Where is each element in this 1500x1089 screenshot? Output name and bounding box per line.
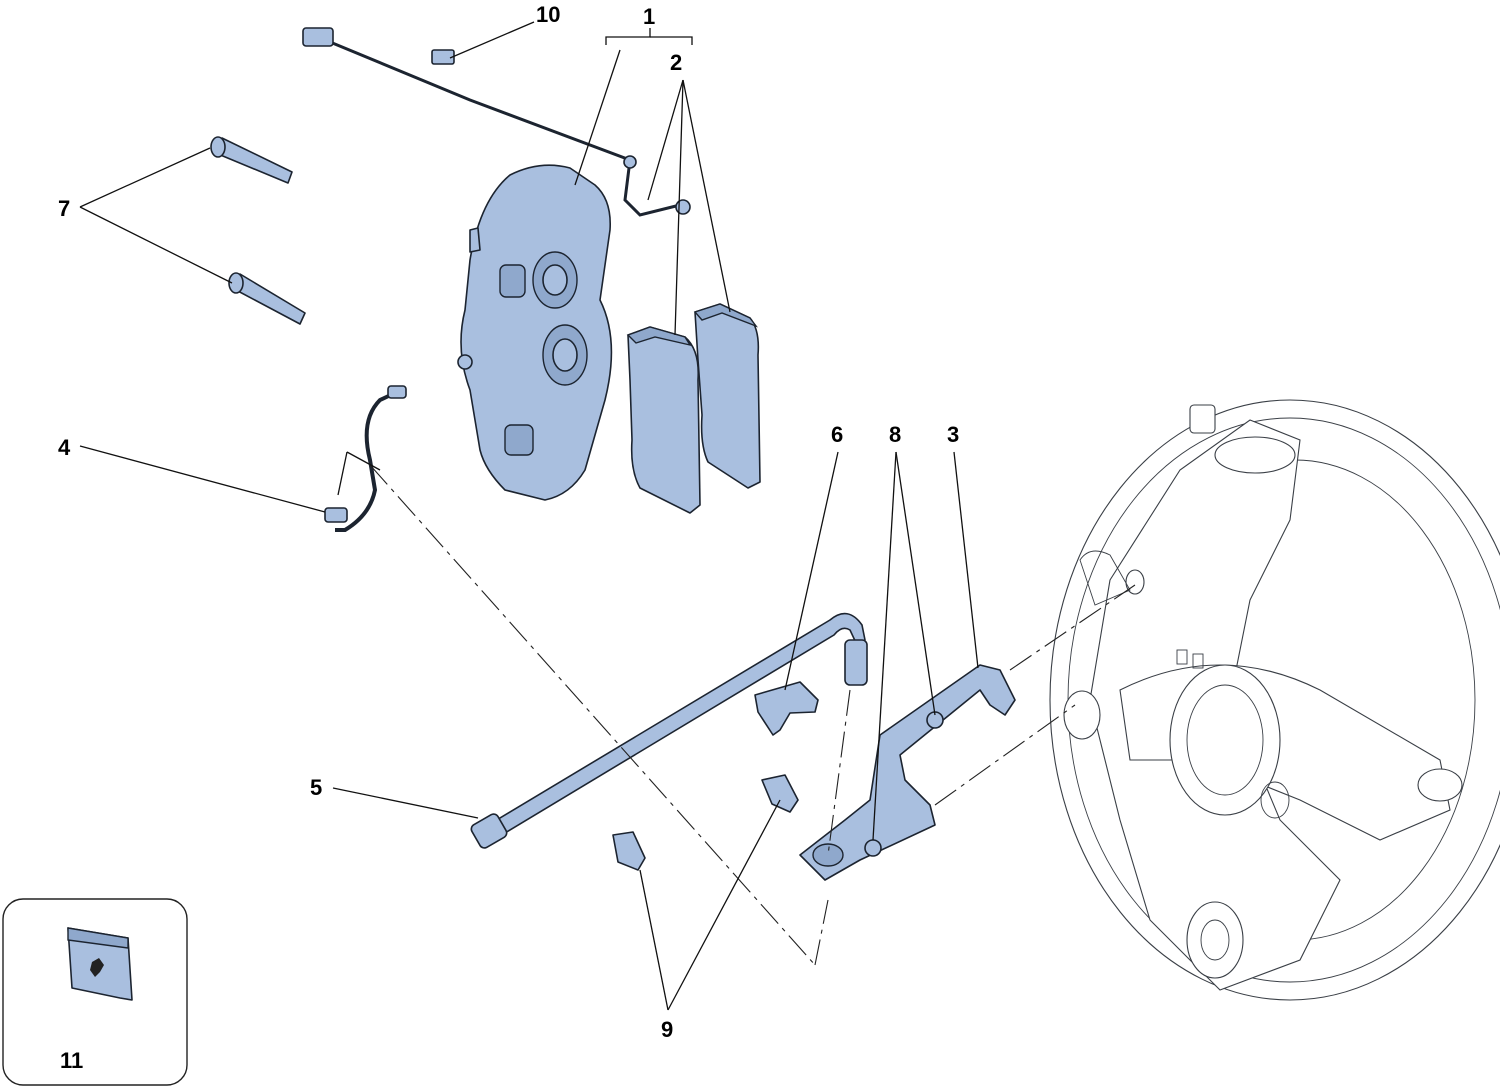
prancing-horse-icon [90,958,104,977]
leader-lines [74,21,979,1046]
brake-pads [626,303,761,514]
hose-bracket [799,664,1016,881]
accessory-inset [2,898,188,1086]
callout-9: 9 [661,1017,673,1042]
retaining-clips [612,681,819,871]
callout-10: 10 [536,2,560,27]
callout-11: 11 [60,1048,83,1073]
assembly-axes [369,464,1136,966]
hub-disc-assembly [1049,399,1500,1001]
caliper-bolts [210,136,306,325]
brake-caliper [457,164,613,501]
wear-sensor-harness [302,27,691,217]
callout-7: 7 [58,196,70,221]
callout-labels: 1 2 3 4 5 6 7 8 9 10 11 [58,2,959,1073]
callout-4: 4 [58,435,71,460]
brake-pipe [324,385,407,532]
callout-5: 5 [310,775,322,800]
brake-hose [470,612,868,849]
callout-3: 3 [947,422,959,447]
callout-6: 6 [831,422,843,447]
callout-8: 8 [889,422,901,447]
callout-2: 2 [670,50,682,75]
callout-1: 1 [643,4,655,29]
